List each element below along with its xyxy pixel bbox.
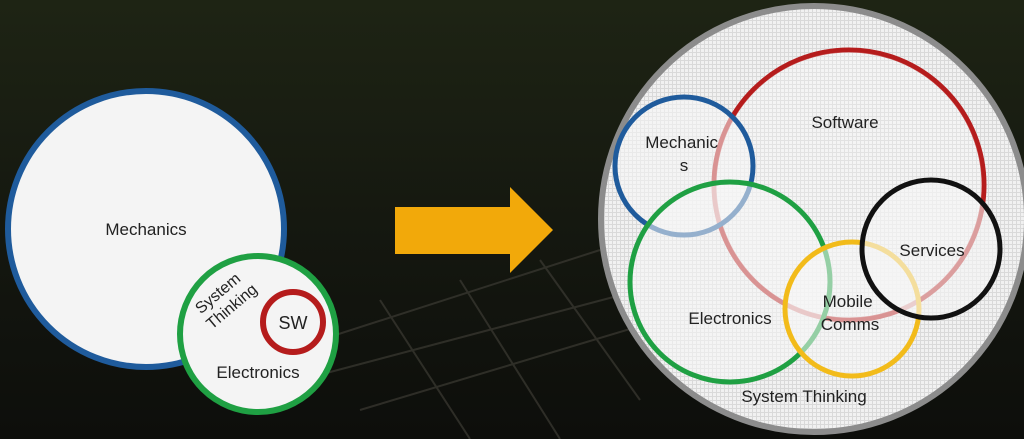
sw-label: SW (279, 313, 308, 333)
right-diagram: Software Mechanic s Electronics Mobile C… (601, 6, 1024, 432)
electronics-label: Electronics (216, 363, 299, 382)
software-label: Software (811, 113, 878, 132)
mechanics-label: Mechanics (105, 220, 186, 239)
system-thinking-label: System Thinking (741, 387, 866, 406)
services-label: Services (899, 241, 964, 260)
electronics-label: Electronics (688, 309, 771, 328)
